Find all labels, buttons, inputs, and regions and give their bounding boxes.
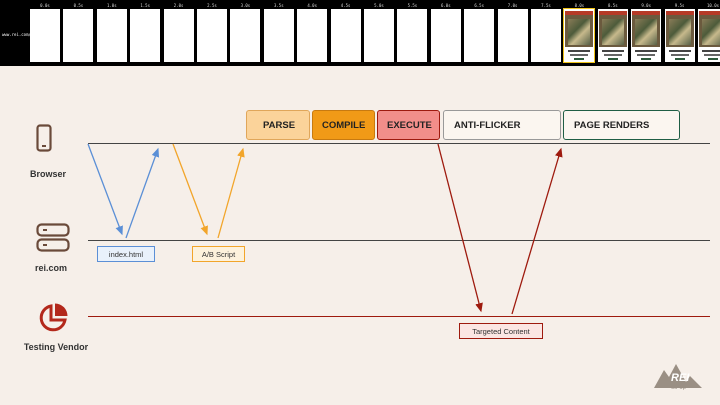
filmstrip-frame xyxy=(96,9,127,62)
frame-txt2 xyxy=(637,54,656,56)
frame-txt2 xyxy=(570,54,589,56)
frame-btn xyxy=(641,58,652,60)
filmstrip-frame xyxy=(631,9,662,62)
ab-script-tag: A/B Script xyxy=(192,246,245,262)
filmstrip-frame xyxy=(130,9,161,62)
frame-txt xyxy=(601,50,624,52)
filmstrip-time: 2.5s xyxy=(207,3,217,8)
filmstrip-time: 1.0s xyxy=(106,3,117,8)
filmstrip-frame xyxy=(30,9,60,62)
response-script-arrow xyxy=(217,147,245,239)
filmstrip-frame xyxy=(364,9,394,62)
filmstrip-time: 9.0s xyxy=(641,3,651,8)
frame-btn xyxy=(574,58,585,60)
filmstrip-frame xyxy=(297,9,328,62)
response-index-arrow xyxy=(125,147,160,239)
filmstrip-frame xyxy=(664,9,695,62)
response-content-arrow xyxy=(511,147,563,315)
request-index-arrow xyxy=(87,143,123,236)
filmstrip-frame xyxy=(163,9,194,62)
filmstrip-frame xyxy=(263,9,294,62)
filmstrip-time: 4.5s xyxy=(340,3,351,8)
filmstrip-time: 0.0s xyxy=(40,3,50,8)
frame-hero xyxy=(598,11,627,47)
parse-phase: PARSE xyxy=(246,110,310,140)
filmstrip-frame xyxy=(430,9,461,62)
frame-txt xyxy=(668,50,691,52)
rei-logo: REI co-op xyxy=(652,360,704,391)
browser-lane xyxy=(88,143,710,144)
filmstrip-time: 3.0s xyxy=(240,3,251,8)
filmstrip-time: 7.5s xyxy=(541,3,551,8)
filmstrip-time: 7.0s xyxy=(507,3,518,8)
request-content-arrow xyxy=(437,143,483,313)
filmstrip: www.rei.com/ 0.0s 0.5s 1.0s 1.5s 2.0s 2.5s 3.0… xyxy=(0,0,720,66)
frame-hero xyxy=(665,11,694,47)
filmstrip-frame xyxy=(397,9,428,62)
browser-label: Browser xyxy=(29,169,66,179)
vendor-label: Testing Vendor xyxy=(23,342,89,352)
frame-txt xyxy=(635,50,658,52)
filmstrip-time: 3.5s xyxy=(273,3,284,8)
filmstrip-frame xyxy=(597,9,628,62)
filmstrip-time: 0.5s xyxy=(73,3,84,8)
filmstrip-frame xyxy=(197,9,227,62)
anti-flicker-phase: ANTI-FLICKER xyxy=(443,110,561,140)
filmstrip-frame xyxy=(497,9,528,62)
filmstrip-frame xyxy=(330,9,361,62)
server-label: rei.com xyxy=(34,263,67,273)
vendor-lane xyxy=(88,316,710,317)
server-lane xyxy=(88,240,710,241)
filmstrip-time: 5.0s xyxy=(374,3,384,8)
frame-hero xyxy=(699,11,720,47)
frame-btn xyxy=(607,58,618,60)
filmstrip-frame xyxy=(563,8,596,63)
frame-hero xyxy=(565,11,594,47)
filmstrip-time: 9.5s xyxy=(674,3,685,8)
filmstrip-time: 8.5s xyxy=(607,3,618,8)
index-html-tag: index.html xyxy=(97,246,155,262)
frame-txt2 xyxy=(603,54,622,56)
filmstrip-frame xyxy=(698,9,720,62)
filmstrip-frame xyxy=(464,9,495,62)
pie-chart-icon xyxy=(37,302,69,334)
request-script-arrow xyxy=(172,143,208,236)
filmstrip-time: 1.5s xyxy=(140,3,150,8)
frame-txt xyxy=(702,50,720,52)
filmstrip-time: 2.0s xyxy=(173,3,184,8)
server-icon xyxy=(36,223,70,253)
frame-txt2 xyxy=(670,54,689,56)
frame-btn xyxy=(674,58,685,60)
frame-btn xyxy=(708,58,718,60)
filmstrip-frame xyxy=(531,9,561,62)
filmstrip-frame xyxy=(230,9,261,62)
filmstrip-time: 6.0s xyxy=(440,3,451,8)
filmstrip-url: www.rei.com/ xyxy=(2,32,31,37)
frame-txt2 xyxy=(704,54,720,56)
svg-text:co-op: co-op xyxy=(671,385,687,390)
svg-text:REI: REI xyxy=(671,372,690,384)
frame-hero xyxy=(632,11,661,47)
filmstrip-time: 8.0s xyxy=(574,3,585,8)
execute-phase: EXECUTE xyxy=(377,110,440,140)
filmstrip-time: 5.5s xyxy=(407,3,418,8)
compile-phase: COMPILE xyxy=(312,110,375,140)
phone-icon xyxy=(36,124,52,152)
filmstrip-time: 6.5s xyxy=(474,3,484,8)
filmstrip-time: 10.0s xyxy=(706,3,720,8)
targeted-content-tag: Targeted Content xyxy=(459,323,543,339)
filmstrip-time: 4.0s xyxy=(307,3,317,8)
page-renders-phase: PAGE RENDERS xyxy=(563,110,680,140)
filmstrip-frame xyxy=(63,9,94,62)
frame-txt xyxy=(568,50,591,52)
